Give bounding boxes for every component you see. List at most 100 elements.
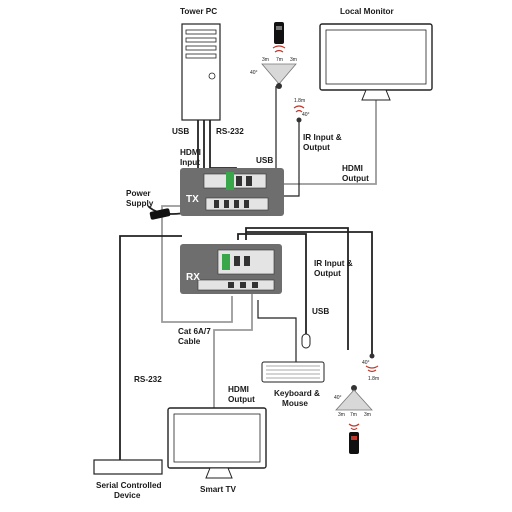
pc-case bbox=[181, 23, 221, 121]
label-rs232-pc: RS-232 bbox=[216, 127, 244, 136]
label-smart-tv: Smart TV bbox=[200, 485, 236, 494]
ir-range-mid: 7m bbox=[276, 57, 283, 63]
ir-range-cone bbox=[261, 63, 297, 85]
label-serial-device-line1: Serial Controlled bbox=[96, 481, 162, 490]
ir-range-left: 3m bbox=[262, 57, 269, 63]
keyboard-cable bbox=[257, 300, 297, 362]
ir-remote-icon-bottom bbox=[349, 432, 359, 454]
power-button-icon bbox=[208, 72, 216, 80]
mouse-icon bbox=[301, 333, 311, 349]
power-supply bbox=[149, 208, 171, 220]
ir-signal-icon-bottom bbox=[348, 423, 360, 427]
ir-range-right-bottom: 3m bbox=[364, 412, 371, 418]
rx-port bbox=[228, 282, 234, 288]
ir-range-cone-bottom bbox=[335, 389, 373, 411]
ir-remote-icon bbox=[274, 22, 284, 44]
ir-angle-bottom: 40° bbox=[334, 395, 342, 401]
rx-port bbox=[252, 282, 258, 288]
label-hdmi-output-top-line2: Output bbox=[342, 174, 369, 183]
rx-port bbox=[240, 282, 246, 288]
monitor-screen bbox=[325, 29, 427, 85]
label-ir-tx-line2: Output bbox=[303, 143, 330, 152]
label-local-monitor: Local Monitor bbox=[340, 7, 394, 16]
label-cat-cable-line2: Cable bbox=[178, 337, 201, 346]
tx-port bbox=[236, 176, 242, 186]
hdmi-output-cable-bottom bbox=[213, 292, 253, 410]
ir-emitter-cable-bottom bbox=[246, 231, 373, 356]
tx-port bbox=[246, 176, 252, 186]
ir-angle: 40° bbox=[250, 70, 258, 76]
label-serial-device-line2: Device bbox=[114, 491, 141, 500]
ir-emitter-signal-icon-bottom bbox=[365, 365, 379, 369]
keyboard-mouse bbox=[261, 333, 325, 383]
label-power-supply-line1: Power bbox=[126, 189, 151, 198]
pc-drive-bay bbox=[185, 45, 217, 51]
tower-pc bbox=[181, 23, 221, 121]
tv-stand bbox=[205, 467, 233, 479]
ir-receiver-bottom: 40° 1.8m 3m 7m 3m 40° bbox=[334, 353, 379, 454]
label-hdmi-input-line1: HDMI bbox=[180, 148, 201, 157]
ir-sensor-icon-bottom bbox=[351, 385, 357, 391]
ir-emitter-angle: 40° bbox=[302, 112, 310, 118]
ir-emitter-icon-bottom bbox=[369, 353, 375, 359]
tx-port bbox=[234, 200, 239, 208]
cables bbox=[119, 86, 377, 462]
monitor-stand bbox=[361, 89, 391, 101]
tx-port bbox=[244, 200, 249, 208]
rx-label: RX bbox=[186, 272, 200, 283]
smart-tv bbox=[167, 407, 267, 479]
ir-cable-bottom bbox=[245, 227, 349, 350]
ir-range-left-bottom: 3m bbox=[338, 412, 345, 418]
rx-port bbox=[244, 256, 250, 266]
ir-emitter-distance-bottom: 1.8m bbox=[368, 376, 379, 382]
usb-cable-mouse bbox=[237, 233, 307, 336]
label-hdmi-output-bottom-line2: Output bbox=[228, 395, 255, 404]
ir-sensor-icon bbox=[276, 83, 282, 89]
tx-unit: TX bbox=[180, 168, 284, 216]
tx-label: TX bbox=[186, 194, 199, 205]
tx-port-panel bbox=[203, 173, 267, 189]
rx-port-green bbox=[222, 254, 230, 270]
pc-drive-bay bbox=[185, 53, 217, 59]
label-ir-rx-line1: IR Input & bbox=[314, 259, 353, 268]
label-usb-rx: USB bbox=[312, 307, 329, 316]
ir-range-mid-bottom: 7m bbox=[350, 412, 357, 418]
local-monitor bbox=[319, 23, 433, 101]
hdmi-output-cable-top bbox=[262, 96, 377, 185]
label-hdmi-input-line2: Input bbox=[180, 158, 200, 167]
rx-unit: RX bbox=[180, 244, 282, 294]
label-hdmi-output-bottom-line1: HDMI bbox=[228, 385, 249, 394]
serial-device-box bbox=[93, 459, 163, 475]
ir-emitter-angle-bottom: 40° bbox=[362, 360, 370, 366]
cat-cable bbox=[161, 205, 233, 323]
label-tower-pc: Tower PC bbox=[180, 7, 217, 16]
tx-port-green bbox=[226, 172, 234, 190]
label-power-supply-line2: Supply bbox=[126, 199, 154, 208]
labels: Tower PC Local Monitor USB RS-232 HDMI I… bbox=[96, 7, 394, 500]
ir-emitter-icon bbox=[296, 117, 302, 123]
rx-port bbox=[234, 256, 240, 266]
label-ir-rx-line2: Output bbox=[314, 269, 341, 278]
pc-drive-bay bbox=[185, 37, 217, 43]
ir-range-right: 3m bbox=[290, 57, 297, 63]
keyboard-icon bbox=[261, 361, 325, 383]
ir-emitter-signal-icon bbox=[293, 105, 305, 109]
rx-port-panel-lower bbox=[197, 279, 275, 291]
label-usb-tx: USB bbox=[256, 156, 273, 165]
ir-receiver-top: 3m 7m 3m 40° 1.8m 40° bbox=[250, 22, 310, 123]
serial-device bbox=[93, 459, 163, 475]
label-ir-tx-line1: IR Input & bbox=[303, 133, 342, 142]
ir-emitter-distance: 1.8m bbox=[294, 98, 305, 104]
label-rs232-left: RS-232 bbox=[134, 375, 162, 384]
label-usb-pc: USB bbox=[172, 127, 189, 136]
rs232-cable-serial bbox=[119, 235, 182, 462]
tv-screen bbox=[173, 413, 261, 463]
pc-drive-bay bbox=[185, 29, 217, 35]
tx-port bbox=[214, 200, 219, 208]
label-hdmi-output-top-line1: HDMI bbox=[342, 164, 363, 173]
label-keyboard-mouse-line2: Mouse bbox=[282, 399, 308, 408]
power-adapter-icon bbox=[149, 208, 171, 220]
ir-signal-icon bbox=[272, 45, 286, 49]
label-cat-cable-line1: Cat 6A/7 bbox=[178, 327, 211, 336]
